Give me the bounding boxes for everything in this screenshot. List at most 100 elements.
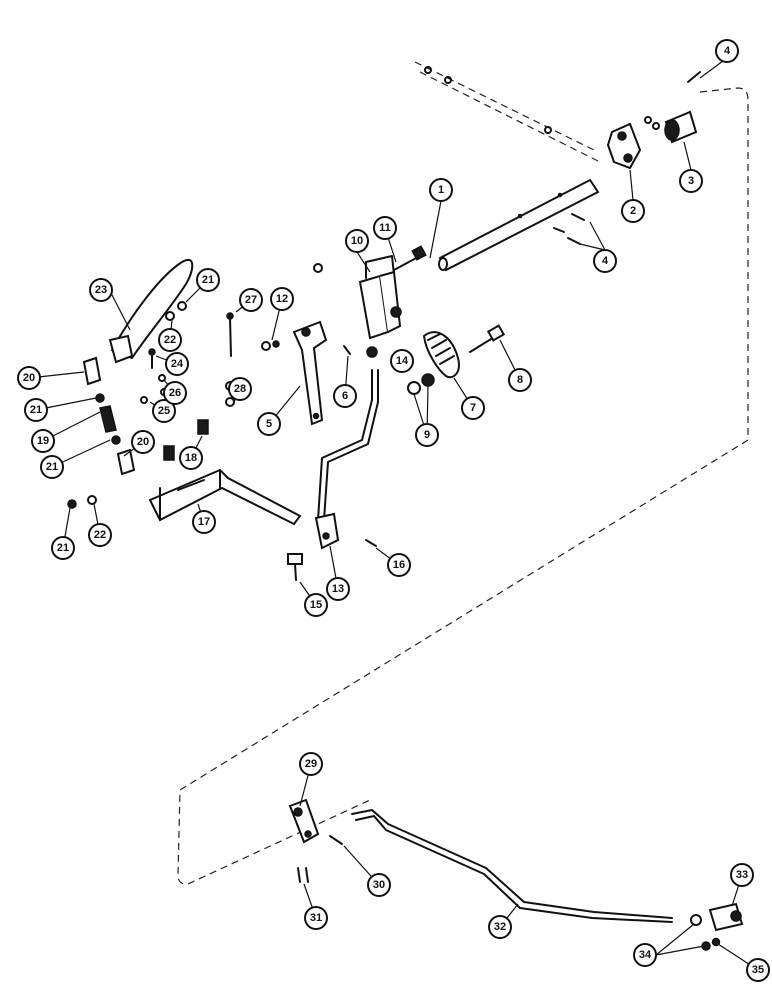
svg-text:14: 14	[396, 355, 409, 367]
part-2-lever	[606, 122, 642, 170]
callout-5: 5	[257, 412, 281, 436]
callout-22-pedal: 22	[158, 328, 182, 352]
svg-text:27: 27	[245, 294, 257, 306]
part-8-bolt	[469, 324, 506, 353]
svg-text:22: 22	[164, 334, 176, 346]
svg-text:21: 21	[202, 274, 214, 286]
svg-text:10: 10	[351, 235, 363, 247]
svg-text:1: 1	[438, 184, 444, 196]
callout-35: 35	[746, 958, 770, 982]
part-33-clevis	[708, 902, 744, 932]
svg-text:13: 13	[332, 583, 344, 595]
callout-34: 34	[633, 943, 657, 967]
callout-18: 18	[179, 446, 203, 470]
part-5-arm	[292, 320, 328, 426]
callout-19: 19	[31, 429, 55, 453]
callout-20-lower: 20	[131, 430, 155, 454]
part-11-bolt	[393, 245, 427, 271]
part-21-nuts	[67, 301, 187, 509]
callout-2: 2	[621, 199, 645, 223]
part-9-washers	[407, 373, 435, 395]
callout-21-middle: 21	[40, 455, 64, 479]
svg-text:16: 16	[393, 559, 405, 571]
svg-text:22: 22	[94, 529, 106, 541]
svg-text:30: 30	[373, 879, 385, 891]
svg-text:15: 15	[310, 599, 322, 611]
callout-6: 6	[333, 384, 357, 408]
svg-text:4: 4	[602, 255, 609, 267]
callout-23: 23	[89, 278, 113, 302]
part-19-spring	[99, 405, 117, 433]
callout-24: 24	[165, 352, 189, 376]
svg-text:25: 25	[158, 405, 170, 417]
svg-text:3: 3	[688, 175, 694, 187]
part-34-washers	[690, 914, 711, 951]
svg-text:21: 21	[46, 461, 58, 473]
svg-text:33: 33	[736, 869, 748, 881]
svg-text:8: 8	[517, 374, 523, 386]
part-17-base-bracket	[148, 468, 302, 526]
svg-text:29: 29	[305, 758, 317, 770]
svg-text:5: 5	[266, 418, 272, 430]
svg-text:11: 11	[379, 222, 391, 234]
callout-32: 32	[488, 915, 512, 939]
callout-22-lower: 22	[88, 523, 112, 547]
callout-15: 15	[304, 593, 328, 617]
svg-text:17: 17	[198, 516, 210, 528]
callout-1: 1	[429, 178, 453, 202]
callout-12: 12	[270, 287, 294, 311]
part-7-spring	[422, 331, 460, 379]
callout-7: 7	[461, 396, 485, 420]
callout-28: 28	[228, 377, 252, 401]
callout-10: 10	[345, 229, 369, 253]
part-24-screw	[148, 348, 156, 369]
svg-text:20: 20	[137, 436, 149, 448]
svg-text:2: 2	[630, 205, 636, 217]
callout-16: 16	[387, 553, 411, 577]
part-20-stops	[82, 356, 136, 476]
callout-21-upper: 21	[24, 398, 48, 422]
callout-17: 17	[192, 510, 216, 534]
svg-text:4: 4	[724, 45, 731, 57]
callout-14: 14	[390, 349, 414, 373]
reference-shaft-ghost	[414, 61, 601, 163]
callout-27: 27	[239, 288, 263, 312]
part-32-long-rod	[351, 809, 673, 923]
callout-31: 31	[304, 906, 328, 930]
part-15-bolt	[287, 553, 303, 581]
part-3-clevis	[644, 110, 698, 144]
part-30-pin	[329, 835, 343, 845]
callout-21-pedal: 21	[196, 268, 220, 292]
svg-text:35: 35	[752, 964, 764, 976]
part-4-pins	[553, 71, 701, 245]
svg-text:24: 24	[171, 358, 184, 370]
svg-text:21: 21	[57, 542, 69, 554]
part-22-washers	[87, 311, 175, 505]
part-27-screw	[226, 312, 234, 357]
callout-30: 30	[367, 873, 391, 897]
svg-text:26: 26	[169, 387, 181, 399]
svg-text:9: 9	[424, 429, 430, 441]
callout-13: 13	[326, 577, 350, 601]
svg-text:20: 20	[23, 372, 35, 384]
svg-text:31: 31	[310, 912, 322, 924]
svg-text:18: 18	[185, 452, 197, 464]
part-10-bracket	[358, 255, 402, 340]
svg-text:6: 6	[342, 390, 348, 402]
assembly-boundary-line	[177, 87, 749, 885]
svg-text:12: 12	[276, 293, 288, 305]
svg-text:32: 32	[494, 921, 506, 933]
callout-33: 33	[730, 863, 754, 887]
svg-text:7: 7	[470, 402, 476, 414]
part-12-nuts	[261, 263, 323, 351]
callout-4-pins: 4	[593, 249, 617, 273]
callout-21-lower: 21	[51, 536, 75, 560]
svg-text:19: 19	[37, 435, 49, 447]
svg-text:34: 34	[639, 949, 652, 961]
part-18-bolts	[163, 419, 209, 461]
callout-20-top: 20	[17, 366, 41, 390]
callout-26: 26	[163, 381, 187, 405]
part-6-pin	[343, 345, 351, 355]
part-14-nuts	[366, 306, 402, 358]
